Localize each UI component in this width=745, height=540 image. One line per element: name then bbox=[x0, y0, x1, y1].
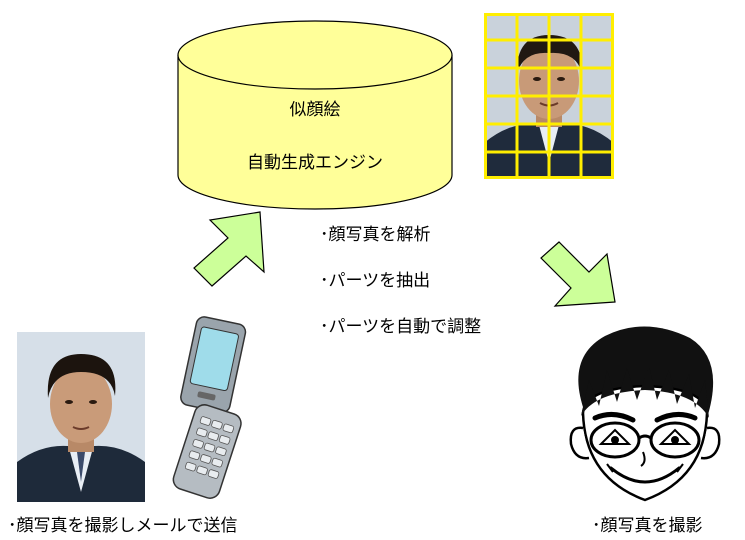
cartoon-portrait bbox=[569, 326, 721, 502]
step-extract: ･パーツを抽出 bbox=[320, 271, 431, 291]
grid-analysis-photo bbox=[484, 13, 614, 179]
mobile-phone-icon bbox=[172, 316, 247, 499]
send-arrow-icon bbox=[193, 211, 265, 287]
engine-cylinder bbox=[177, 20, 453, 210]
step-analyze: ･顔写真を解析 bbox=[320, 225, 431, 245]
output-arrow-icon bbox=[540, 241, 616, 307]
step-adjust: ･パーツを自動で調整 bbox=[320, 317, 482, 337]
caption-left: ･顔写真を撮影しメールで送信 bbox=[8, 516, 238, 536]
person-photo bbox=[17, 332, 145, 502]
caption-right: ･顔写真を撮影 bbox=[592, 516, 703, 536]
engine-title-line2: 自動生成エンジン bbox=[247, 153, 383, 173]
analyzed-face-photo bbox=[484, 13, 614, 179]
engine-title-line1: 似顔絵 bbox=[289, 100, 341, 120]
